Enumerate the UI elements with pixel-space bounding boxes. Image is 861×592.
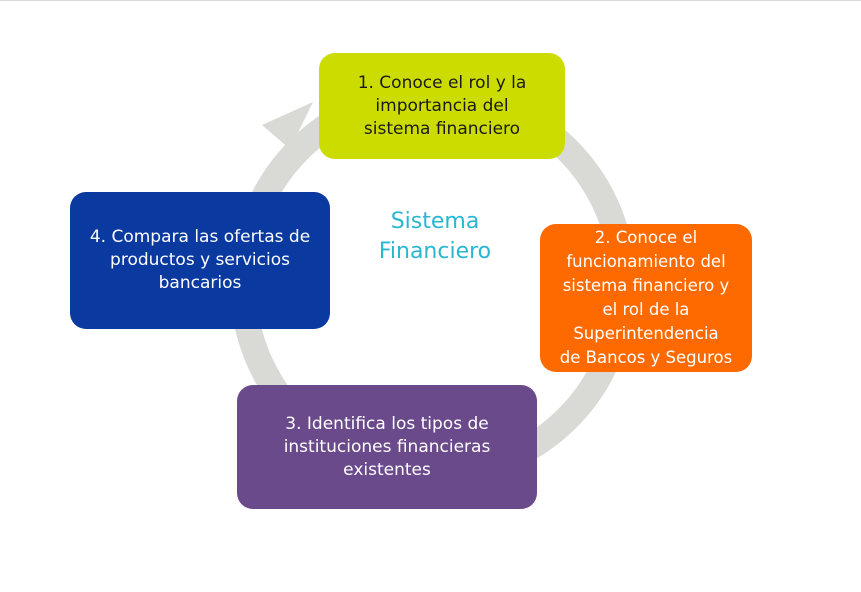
step-4-box: 4. Compara las ofertas de productos y se… <box>70 192 330 329</box>
step-3-box: 3. Identifica los tipos de instituciones… <box>237 385 537 509</box>
step-1-box: 1. Conoce el rol y la importancia del si… <box>319 53 565 159</box>
center-title: Sistema Financiero <box>378 209 492 264</box>
step-2-box: 2. Conoce el funcionamiento del sistema … <box>540 224 752 372</box>
cycle-arrow-head <box>262 102 313 149</box>
